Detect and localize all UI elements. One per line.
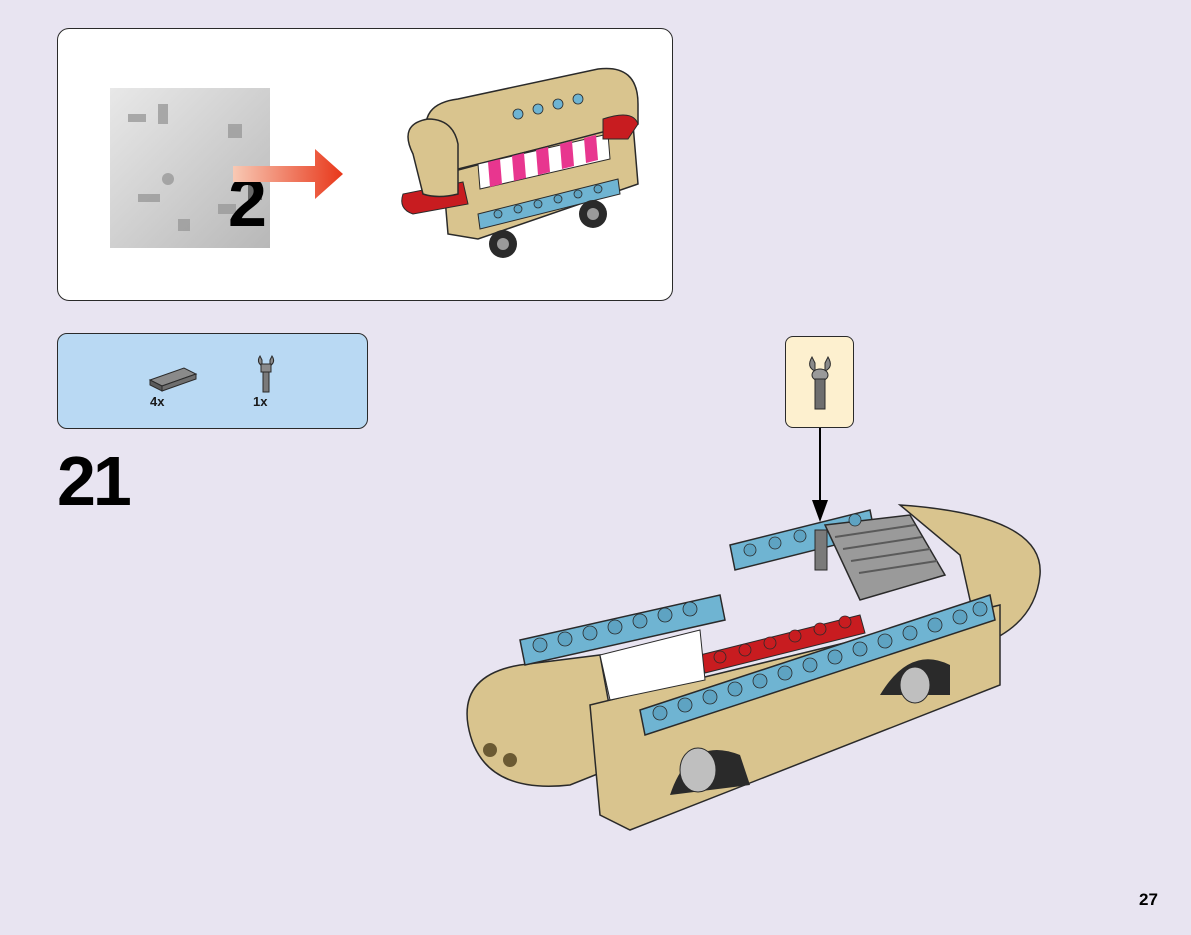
gray-clip-bar-icon: [254, 354, 278, 394]
gray-tile-1x4-icon: [148, 364, 198, 392]
hot-dog-van-preview-image: [398, 64, 648, 274]
part-quantity: 1x: [253, 394, 267, 409]
hot-dog-van-model-image: [460, 495, 1050, 840]
gray-clip-bar-icon: [806, 355, 834, 413]
part-quantity: 4x: [150, 394, 164, 409]
step-number: 21: [57, 446, 129, 516]
bag-step-panel: 2: [57, 28, 673, 301]
page-number: 27: [1139, 890, 1158, 910]
parts-list-panel: 4x 1x: [57, 333, 368, 429]
part-callout: [785, 336, 854, 428]
right-arrow-icon: [233, 144, 348, 204]
